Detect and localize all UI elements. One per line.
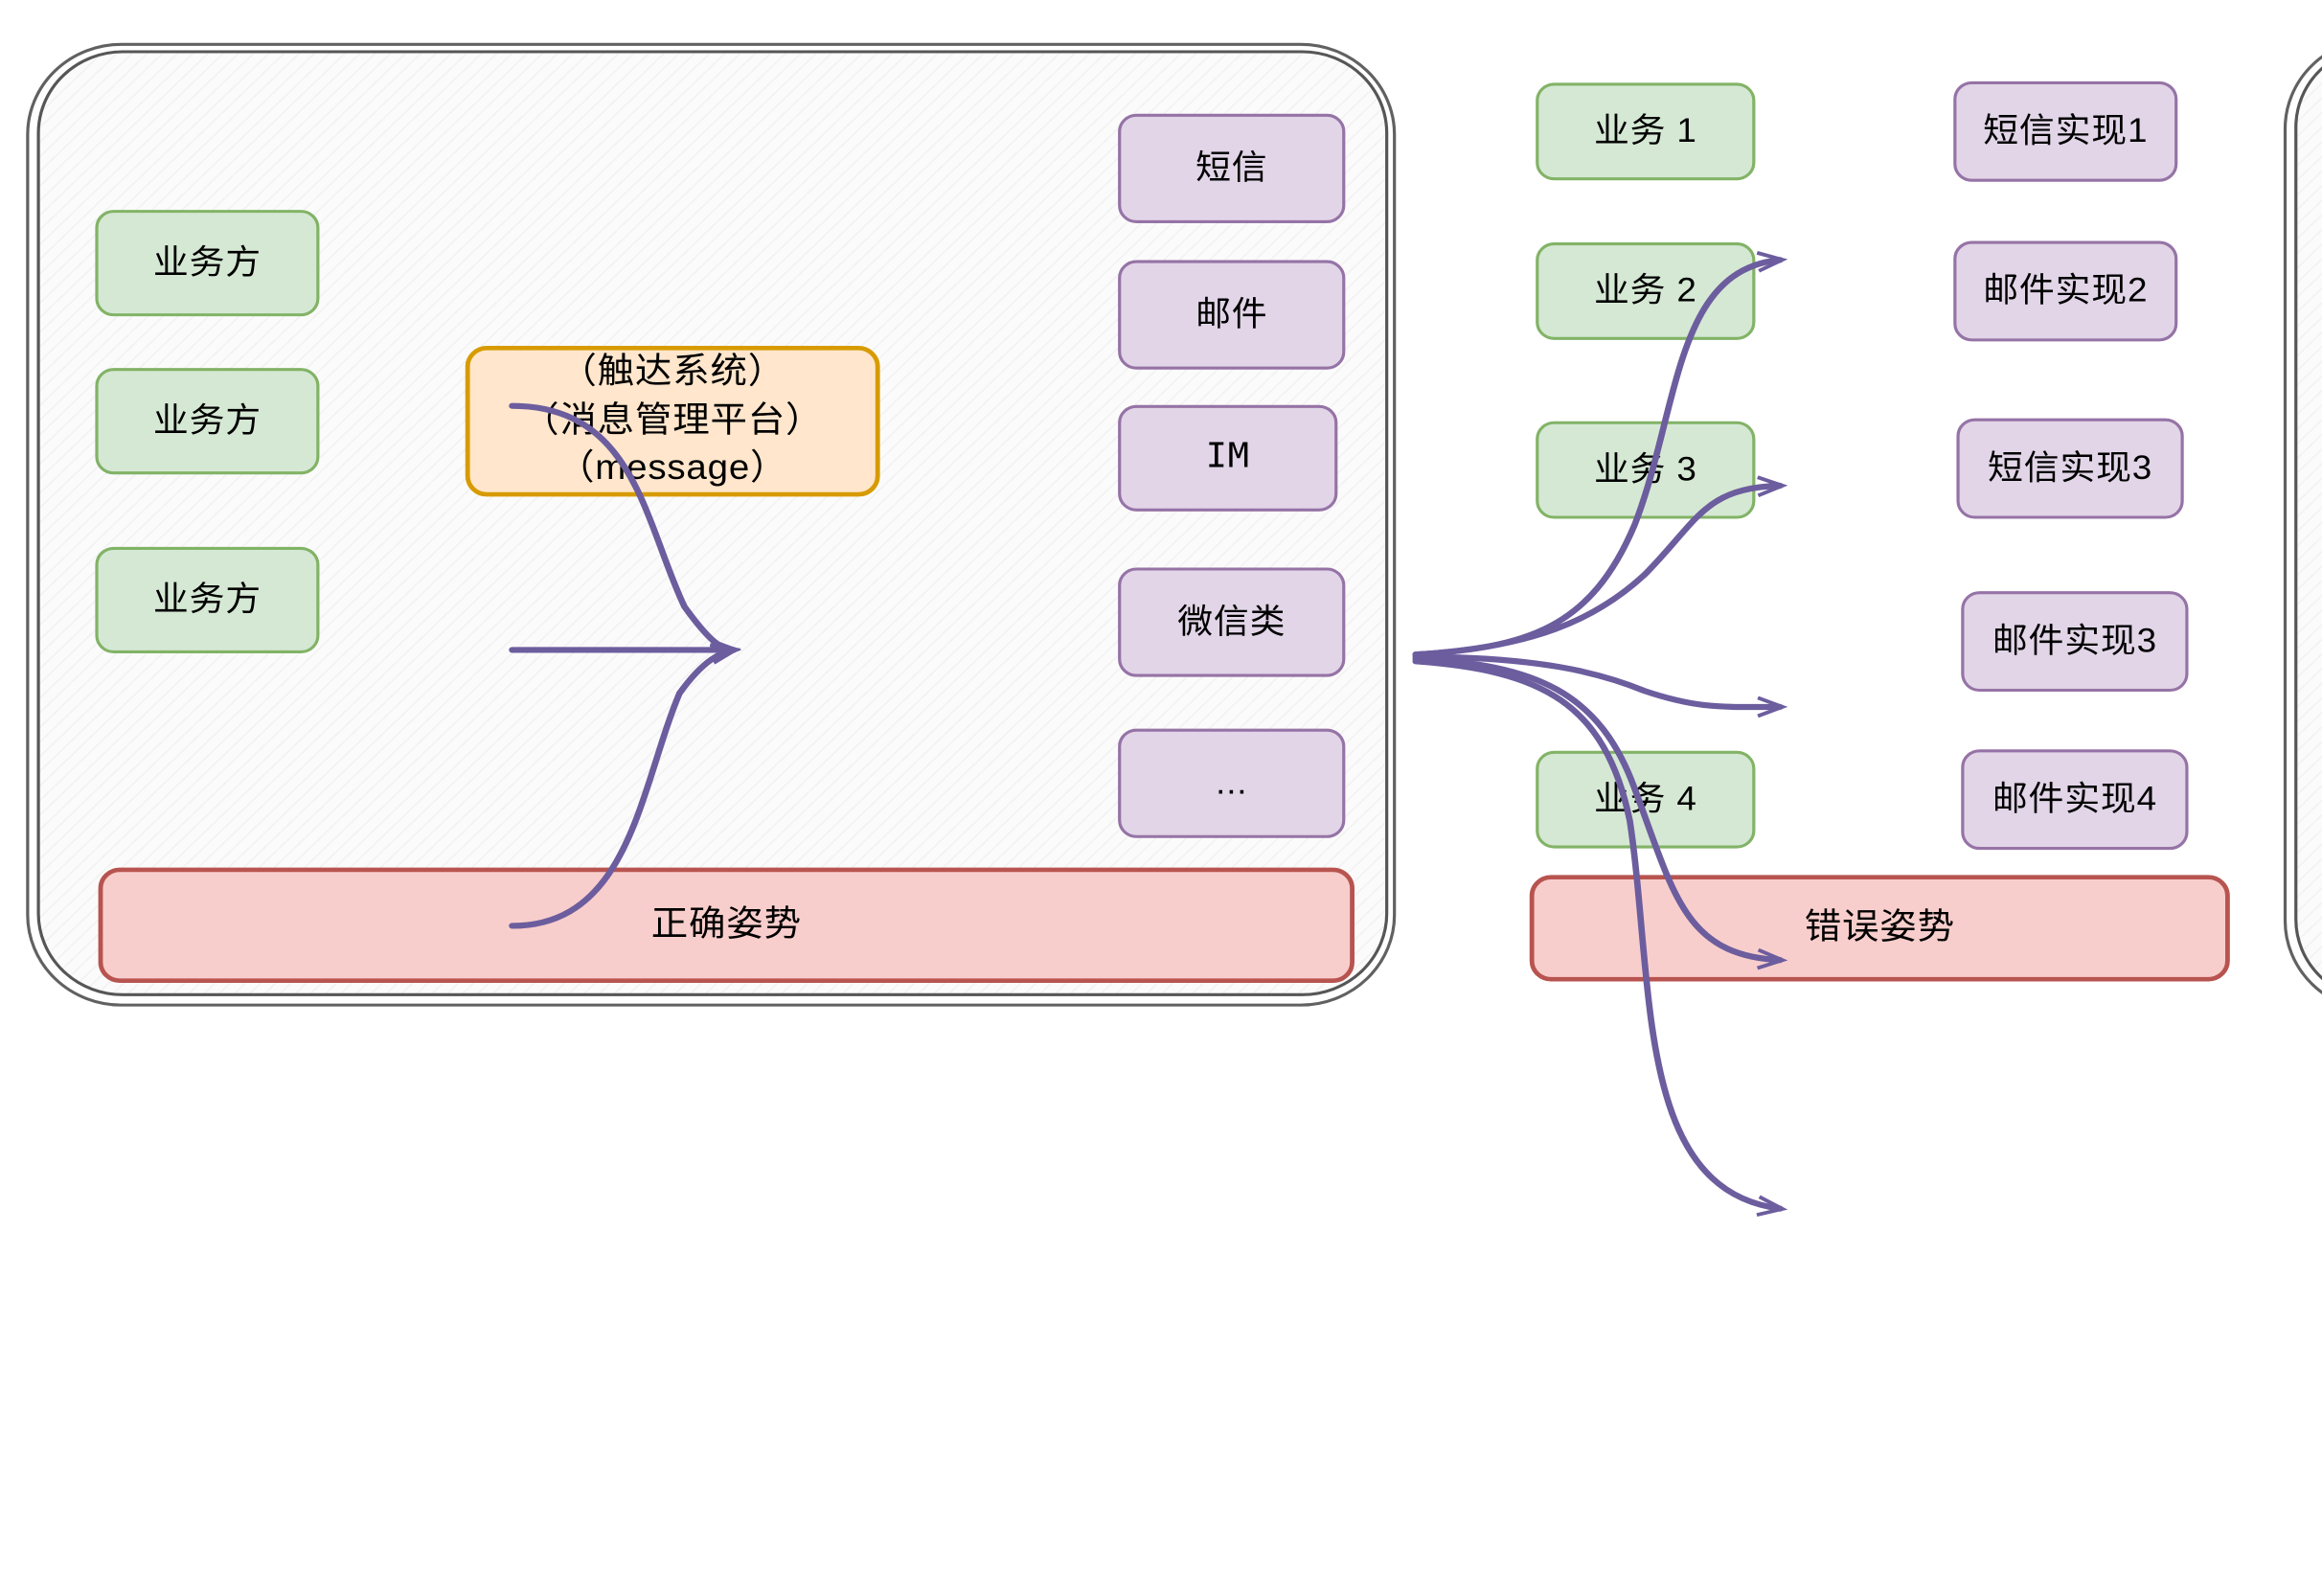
right-impl-label-email2: 邮件实现2 — [1983, 271, 2149, 310]
right-source-label-4: 业务 4 — [1593, 779, 1697, 818]
left-source-label-3: 业务方 — [152, 580, 262, 619]
left-source-box-3[interactable]: 业务方 — [95, 546, 320, 653]
channel-box-email[interactable]: 邮件 — [1118, 260, 1346, 370]
right-impl-box-email2[interactable]: 邮件实现2 — [1953, 240, 2178, 342]
right-source-box-2[interactable]: 业务 2 — [1536, 242, 1756, 340]
right-impl-box-email3[interactable]: 邮件实现3 — [1961, 591, 2189, 693]
message-hub-line-3: （message） — [558, 447, 788, 489]
left-source-box-1[interactable]: 业务方 — [95, 210, 320, 317]
channel-label-more: ... — [1216, 763, 1248, 802]
diagram-canvas: 业务方 业务方 业务方 （触达系统） （消息管理平台） （message） 短信… — [26, 36, 2322, 1035]
message-hub-line-1: （触达系统） — [559, 352, 786, 393]
right-impl-label-sms1: 短信实现1 — [1983, 111, 2149, 150]
right-impl-label-email3: 邮件实现3 — [1992, 621, 2157, 660]
right-source-box-4[interactable]: 业务 4 — [1536, 750, 1756, 849]
left-source-box-2[interactable]: 业务方 — [95, 368, 320, 475]
channel-label-sms: 短信 — [1195, 148, 1268, 188]
channel-box-sms[interactable]: 短信 — [1118, 113, 1346, 223]
right-source-box-1[interactable]: 业务 1 — [1536, 82, 1756, 181]
left-source-label-1: 业务方 — [152, 242, 262, 282]
left-source-label-2: 业务方 — [152, 400, 262, 440]
channel-box-more[interactable]: ... — [1118, 728, 1346, 838]
right-source-label-3: 业务 3 — [1593, 449, 1697, 489]
left-caption-banner: 正确姿势 — [98, 867, 1355, 983]
right-caption-label: 错误姿势 — [1804, 907, 1955, 947]
right-impl-box-sms1[interactable]: 短信实现1 — [1953, 80, 2178, 182]
left-caption-label: 正确姿势 — [650, 903, 802, 945]
right-panel-wrong-approach — [2283, 36, 2322, 1013]
channel-box-wechat[interactable]: 微信类 — [1118, 567, 1346, 677]
channel-box-im[interactable]: IM — [1118, 404, 1338, 512]
channel-label-im: IM — [1205, 438, 1250, 477]
right-impl-box-email4[interactable]: 邮件实现4 — [1961, 749, 2189, 851]
right-source-label-2: 业务 2 — [1593, 271, 1697, 310]
right-impl-box-sms3[interactable]: 短信实现3 — [1956, 418, 2184, 519]
right-caption-banner: 错误姿势 — [1529, 875, 2230, 982]
right-impl-label-sms3: 短信实现3 — [1988, 448, 2153, 488]
right-source-box-3[interactable]: 业务 3 — [1536, 421, 1756, 519]
channel-label-email: 邮件 — [1195, 294, 1268, 333]
message-hub-line-2: （消息管理平台） — [522, 399, 824, 441]
message-hub-box[interactable]: （触达系统） （消息管理平台） （message） — [465, 346, 880, 497]
right-source-label-1: 业务 1 — [1593, 111, 1697, 150]
channel-label-wechat: 微信类 — [1177, 602, 1286, 641]
right-impl-label-email4: 邮件实现4 — [1992, 779, 2157, 818]
edge-hub-to-im — [1412, 653, 1780, 707]
